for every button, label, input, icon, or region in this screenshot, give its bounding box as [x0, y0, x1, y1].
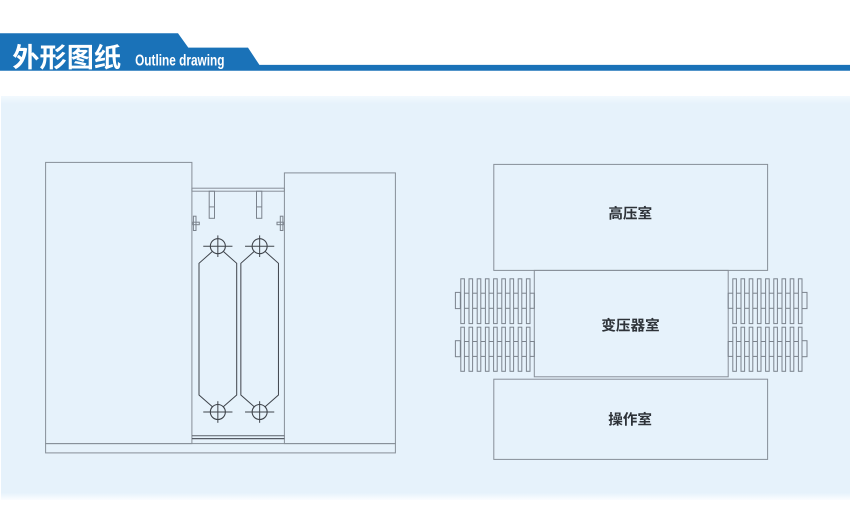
svg-text:Outline drawing: Outline drawing [135, 52, 224, 69]
